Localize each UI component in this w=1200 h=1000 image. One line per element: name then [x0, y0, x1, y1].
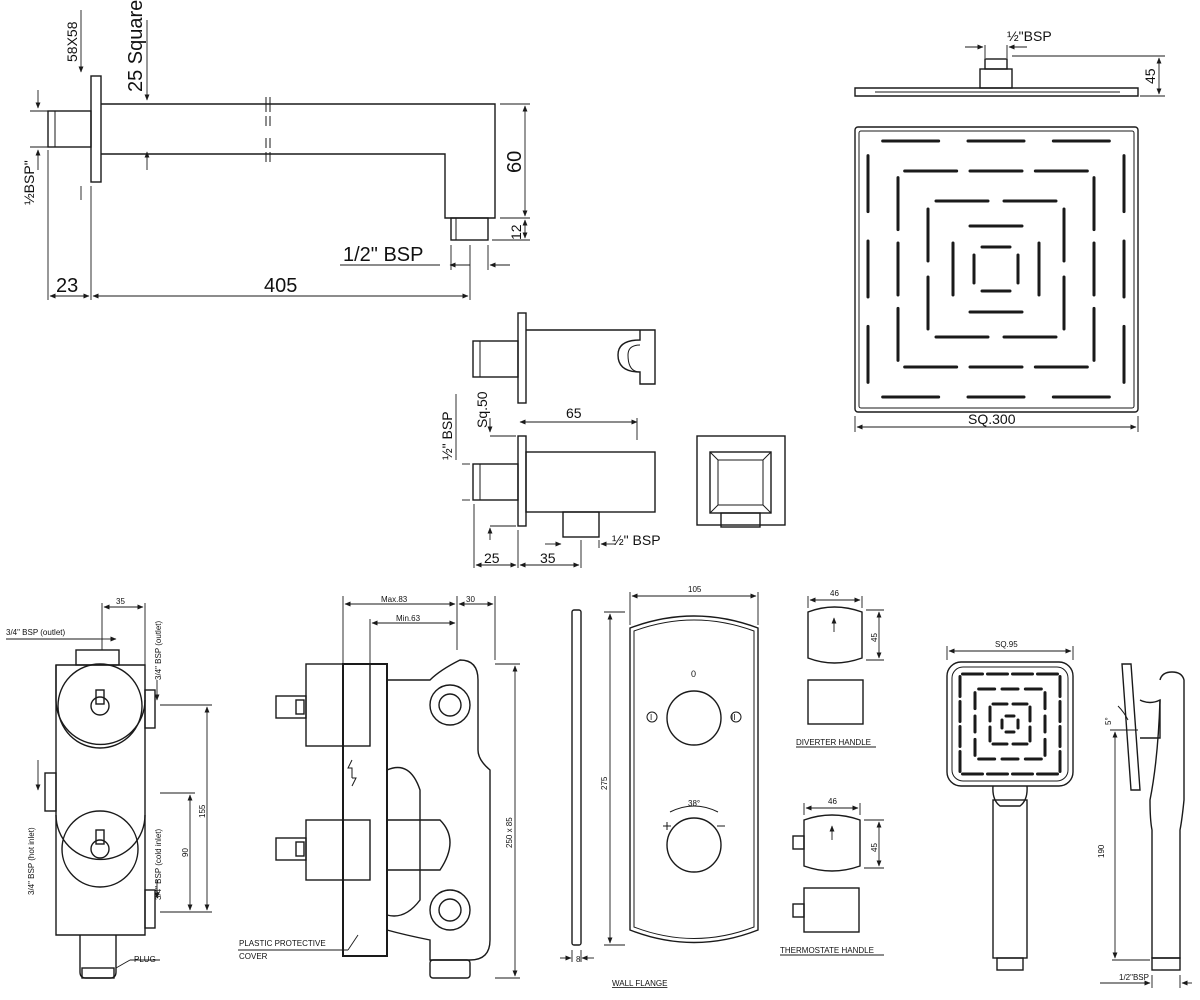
- thermostat-handle-label: THERMOSTATE HANDLE: [780, 946, 874, 955]
- thermostat-handle-top: [803, 814, 861, 872]
- elbow-dim-a-label: 25: [484, 550, 500, 566]
- arm-inlet-nipple: [47, 110, 92, 148]
- flange-right-mark: II: [731, 713, 735, 722]
- flange-angle-label: 38°: [688, 799, 700, 808]
- cover-label-line1: PLASTIC PROTECTIVE: [239, 939, 326, 948]
- outlet-elbow-drawing: Sq.50 ½" BSP 65 ½" BSP 25 35: [439, 312, 786, 568]
- wall-flange-drawing: 8 105 275 0 I II 38° WALL FLANGE: [560, 585, 759, 988]
- hand-shower-nozzle-pattern: [958, 672, 1062, 776]
- valve-width-label: 35: [116, 597, 125, 606]
- hand-shower-thread: [996, 957, 1024, 971]
- cover-depth-label: 30: [466, 595, 475, 604]
- holder-body: [526, 329, 656, 385]
- min-depth-label: Min.63: [396, 614, 421, 623]
- overhead-connector: [984, 58, 1008, 70]
- valve-outlet-label: 3/4" BSP (outlet): [6, 628, 66, 637]
- valve-height-a-label: 155: [198, 804, 207, 818]
- wall-flange-plate: [629, 615, 759, 944]
- valve-height-b-label: 90: [181, 848, 190, 857]
- thermostat-handle-drawing: 46 45 THERMOSTATE HANDLE: [780, 797, 884, 956]
- wall-flange-label: WALL FLANGE: [612, 979, 667, 988]
- hand-shower-drawing: SQ.95 5° 190 1/2"BSP: [946, 640, 1192, 988]
- flange-size-label: 58X58: [64, 21, 80, 62]
- cover-size-label: 250 x 85: [505, 817, 514, 848]
- arm-body: [101, 103, 496, 219]
- elbow-flange: [517, 435, 527, 527]
- shower-arm-drawing: 58X58 25 Square ½BSP" 60 12 1/2" BSP 23 …: [21, 0, 530, 300]
- elbow-length-label: 65: [566, 405, 582, 421]
- thermostat-width-label: 46: [828, 797, 837, 806]
- valve-side-upper-block: [305, 663, 371, 747]
- flange-thickness-label: 8: [576, 955, 581, 964]
- hand-shower-length-label: 190: [1097, 844, 1106, 858]
- arm-inlet-thread-label: ½BSP": [21, 160, 37, 205]
- overhead-nozzle-pattern: [866, 139, 1126, 399]
- valve-side-lower-block: [305, 819, 371, 881]
- arm-outlet-thread-label: 1/2" BSP: [343, 244, 423, 266]
- flange-offset-label: 23: [56, 275, 78, 297]
- elbow-outlet: [562, 511, 600, 538]
- drop-height-label: 60: [504, 151, 526, 173]
- valve-lower-cartridge: [61, 810, 139, 888]
- hand-shower-size-label: SQ.95: [995, 640, 1018, 649]
- hand-shower-head: [946, 661, 1074, 787]
- elbow-body: [525, 451, 656, 513]
- diverter-handle-top: [807, 606, 863, 664]
- elbow-inlet-thread-label: ½" BSP: [439, 411, 455, 460]
- diverter-handle-label: DIVERTER HANDLE: [796, 738, 871, 747]
- elbow-front-plate: [696, 435, 786, 526]
- thermostat-knob-circle: [666, 817, 722, 873]
- arm-wall-flange: [90, 75, 102, 183]
- overhead-size-label: SQ.300: [968, 411, 1016, 427]
- protective-cover: [342, 663, 388, 957]
- arm-length-label: 405: [264, 275, 297, 297]
- elbow-square-label: Sq.50: [474, 391, 490, 428]
- overhead-thickness-label: 45: [1142, 68, 1158, 84]
- overhead-shower-drawing: ½"BSP 45 SQ.300: [854, 28, 1165, 432]
- flange-width-label: 105: [688, 585, 702, 594]
- valve-outlet-side-label: 3/4" BSP (outlet): [154, 620, 163, 680]
- wall-flange-side: [571, 609, 582, 946]
- elbow-outlet-thread-label: ½" BSP: [612, 532, 661, 548]
- thermostat-handle-side: [803, 887, 860, 933]
- thermostat-height-label: 45: [870, 843, 879, 852]
- valve-cold-inlet-label: 3/4" BSP (cold inlet): [154, 828, 163, 900]
- overhead-plate-outline: [854, 126, 1139, 413]
- valve-side-drawing: Max.83 Min.63 30 250 x 85 PLASTIC PROTEC…: [238, 595, 520, 979]
- diverter-width-label: 46: [830, 589, 839, 598]
- diverter-handle-side: [807, 679, 864, 725]
- valve-side-body: [386, 659, 491, 961]
- max-depth-label: Max.83: [381, 595, 408, 604]
- flange-left-mark: I: [650, 713, 652, 722]
- arm-nozzle: [450, 217, 489, 241]
- nozzle-height-label: 12: [508, 224, 524, 240]
- flange-height-label: 275: [600, 776, 609, 790]
- hand-shower-side-body: [1149, 671, 1185, 959]
- flange-top-mark: 0: [691, 669, 696, 679]
- valve-plug-label: PLUG: [134, 955, 156, 964]
- overhead-side-plate: [854, 87, 1139, 97]
- hand-shower-thread-label: 1/2"BSP: [1119, 973, 1149, 982]
- valve-hot-inlet-label: 3/4" BSP (hot inlet): [27, 827, 36, 895]
- valve-upper-cartridge: [57, 663, 143, 749]
- valve-body-drawing: 35 3/4" BSP (outlet) 3/4" BSP (outlet) 3…: [6, 597, 212, 979]
- cover-label-line2: COVER: [239, 952, 268, 961]
- valve-body-outline: [55, 664, 146, 936]
- elbow-dim-b-label: 35: [540, 550, 556, 566]
- hand-shower-angle-label: 5°: [1104, 717, 1113, 725]
- diverter-handle-drawing: 46 45 DIVERTER HANDLE: [796, 589, 884, 748]
- valve-plug: [79, 935, 117, 979]
- arm-section-label: 25 Square: [125, 0, 147, 92]
- hand-shower-side-head: [1121, 663, 1141, 791]
- hand-shower-handle: [992, 799, 1028, 959]
- diverter-knob-circle: [666, 690, 722, 746]
- overhead-connection-label: ½"BSP: [1007, 28, 1052, 44]
- diverter-height-label: 45: [870, 633, 879, 642]
- holder-flange: [517, 312, 527, 404]
